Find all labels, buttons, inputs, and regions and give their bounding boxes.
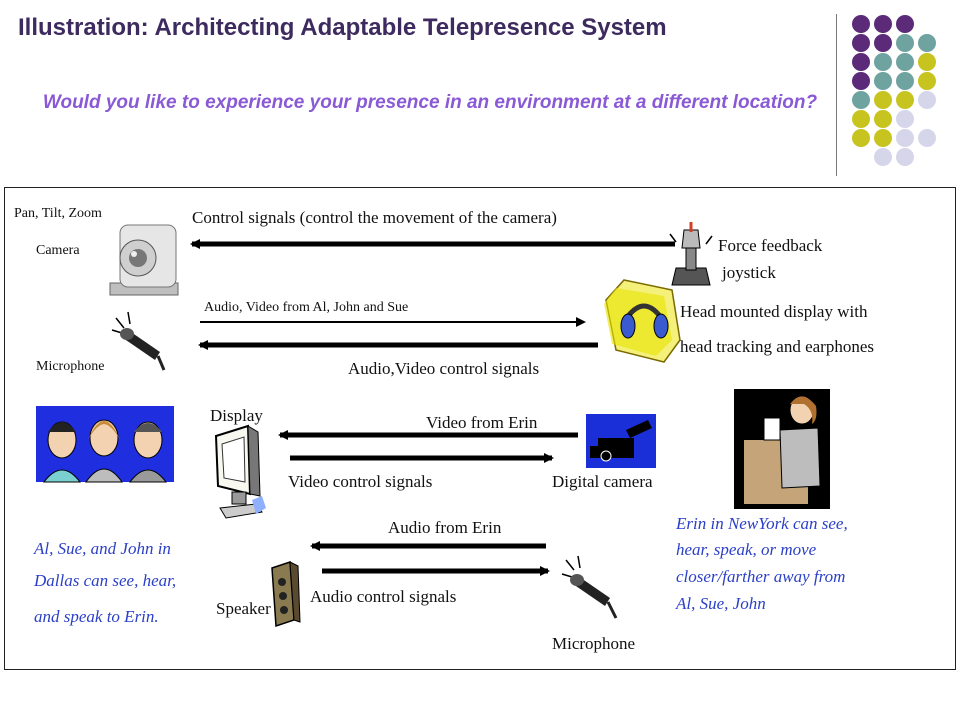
force-feedback-label: Force feedback	[718, 236, 823, 255]
erin-note-line-3: closer/farther away from	[676, 567, 846, 586]
video-control-label: Video control signals	[288, 472, 433, 491]
joystick-label: joystick	[722, 263, 776, 282]
page-subtitle: Would you like to experience your presen…	[42, 92, 818, 113]
av-from-label: Audio, Video from Al, John and Sue	[204, 300, 409, 315]
erin-note-line-2: hear, speak, or move	[676, 540, 817, 559]
digital-camera-icon	[586, 414, 656, 468]
control-signals-label: Control signals (control the movement of…	[192, 208, 557, 227]
microphone-bottom-label: Microphone	[552, 634, 636, 653]
digital-camera-label: Digital camera	[552, 472, 653, 491]
camera-icon	[109, 224, 179, 296]
page-title: Illustration: Architecting Adaptable Tel…	[18, 14, 667, 41]
hmd-label-2: head tracking and earphones	[680, 337, 874, 356]
erin-note-line-1: Erin in NewYork can see,	[676, 514, 848, 533]
microphone-left-icon	[111, 311, 166, 371]
erin-note-line-4: Al, Sue, John	[676, 594, 766, 613]
audio-control-label: Audio control signals	[310, 587, 457, 606]
video-from-erin-label: Video from Erin	[426, 413, 538, 432]
erin-picture	[734, 389, 830, 509]
diagram-frame	[4, 187, 956, 670]
av-control-label: Audio,Video control signals	[348, 359, 540, 378]
divider	[836, 14, 837, 176]
dallas-note-line-2: Dallas can see, hear,	[34, 571, 177, 590]
head-mounted-display-icon	[604, 279, 681, 363]
joystick-icon	[669, 222, 713, 286]
speaker-icon	[271, 560, 301, 628]
dallas-note-line-1: Al, Sue, and John in	[34, 539, 171, 558]
dallas-note-line-3: and speak to Erin.	[34, 607, 159, 626]
camera-label: Camera	[36, 243, 80, 258]
audio-from-erin-label: Audio from Erin	[388, 518, 502, 537]
pan-tilt-zoom-label: Pan, Tilt, Zoom	[14, 206, 102, 221]
microphone-bottom-icon	[561, 555, 618, 619]
speaker-label: Speaker	[216, 599, 271, 618]
display-label: Display	[210, 406, 263, 425]
microphone-left-label: Microphone	[36, 359, 105, 374]
dallas-group-picture	[36, 406, 174, 483]
hmd-label-1: Head mounted display with	[680, 302, 868, 321]
display-icon	[214, 424, 266, 519]
